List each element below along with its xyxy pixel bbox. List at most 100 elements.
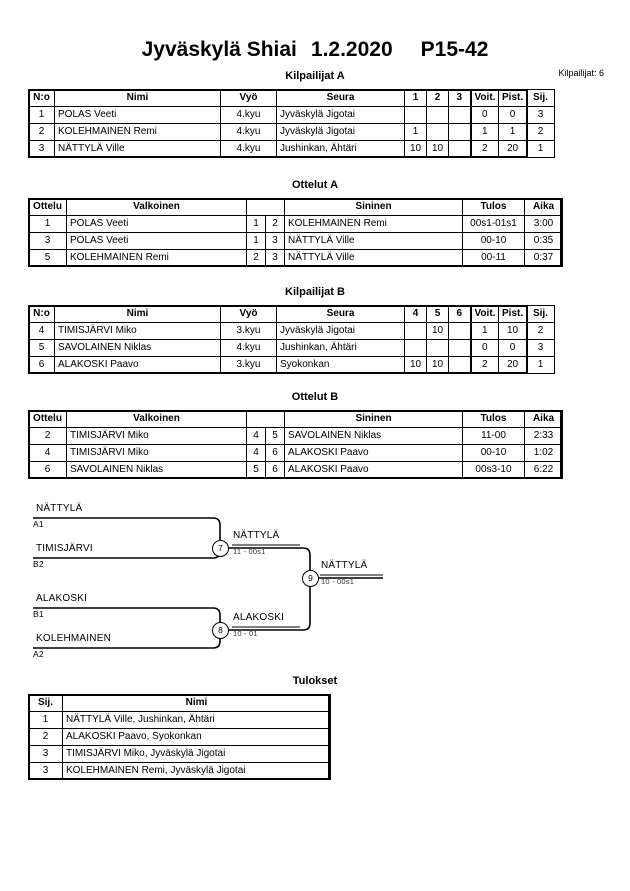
cell-match-1: 1 — [404, 123, 427, 141]
col-white-no — [247, 199, 266, 216]
table-row: 1 NÄTTYLÄ Ville, Jushinkan, Ähtäri — [28, 711, 331, 729]
cell-rank: 2 — [28, 728, 63, 746]
table-header-row: Ottelu Valkoinen Sininen Tulos Aika — [28, 410, 563, 428]
col-name: Nimi — [62, 694, 331, 712]
cell-belt: 4.kyu — [220, 106, 277, 124]
cell-white: SAVOLAINEN Niklas — [66, 461, 247, 479]
table-row: 5 KOLEHMAINEN Remi 2 3 NÄTTYLÄ Ville 00-… — [28, 249, 563, 267]
col-belt: Vyö — [220, 305, 277, 323]
cell-match-2: 10 — [426, 140, 449, 158]
col-time: Aika — [524, 410, 563, 428]
bracket-node-8[interactable]: 8 — [212, 622, 229, 639]
cell-no: 5 — [28, 339, 55, 357]
elimination-bracket: NÄTTYLÄ A1 TIMISJÄRVI B2 ALAKOSKI B1 KOL… — [0, 492, 630, 677]
cell-match-4 — [404, 339, 427, 357]
cell-points: 0 — [498, 339, 527, 357]
table-row: 4 TIMISJÄRVI Miko 3.kyu Jyväskylä Jigota… — [28, 322, 555, 340]
col-time: Aika — [524, 198, 563, 216]
cell-club: Jyväskylä Jigotai — [276, 106, 405, 124]
cell-time: 0:35 — [524, 232, 563, 250]
cell-match-6 — [448, 339, 471, 357]
bracket-winner-8: ALAKOSKI — [233, 612, 285, 623]
caption-results: Tulokset — [292, 675, 338, 687]
table-row: 2 ALAKOSKI Paavo, Syokonkan — [28, 728, 331, 746]
cell-match-4: 10 — [404, 356, 427, 374]
cell-match-2 — [426, 123, 449, 141]
cell-no: 1 — [28, 106, 55, 124]
caption-pool-a: Kilpailijat A — [285, 70, 345, 82]
table-row: 3 TIMISJÄRVI Miko, Jyväskylä Jigotai — [28, 745, 331, 763]
cell-white-no: 2 — [246, 249, 266, 267]
cell-name: TIMISJÄRVI Miko, Jyväskylä Jigotai — [62, 745, 331, 763]
bracket-score-9: 10 - 00s1 — [321, 577, 355, 586]
cell-ottelu: 1 — [28, 215, 67, 233]
bracket-node-7[interactable]: 7 — [212, 540, 229, 557]
col-belt: Vyö — [220, 89, 277, 107]
cell-blue: ALAKOSKI Paavo — [284, 461, 463, 479]
col-result: Tulos — [462, 198, 525, 216]
table-row: 1 POLAS Veeti 1 2 KOLEHMAINEN Remi 00s1-… — [28, 215, 563, 233]
cell-rank: 1 — [526, 356, 555, 374]
cell-points: 0 — [498, 106, 527, 124]
cell-match-2 — [426, 106, 449, 124]
title-category: P15-42 — [420, 38, 489, 61]
col-result: Tulos — [462, 410, 525, 428]
cell-rank: 3 — [28, 745, 63, 763]
table-row: 5 SAVOLAINEN Niklas 4.kyu Jushinkan, Äht… — [28, 339, 555, 357]
table-row: 3 POLAS Veeti 1 3 NÄTTYLÄ Ville 00-10 0:… — [28, 232, 563, 250]
cell-belt: 3.kyu — [220, 322, 277, 340]
cell-no: 6 — [28, 356, 55, 374]
cell-wins: 0 — [469, 339, 499, 357]
cell-ottelu: 4 — [28, 444, 67, 462]
cell-white: TIMISJÄRVI Miko — [66, 427, 247, 445]
matches-b-table: Ottelu Valkoinen Sininen Tulos Aika 2 TI… — [28, 410, 563, 479]
cell-wins: 1 — [469, 322, 499, 340]
col-name: Nimi — [54, 305, 221, 323]
cell-name: KOLEHMAINEN Remi, Jyväskylä Jigotai — [62, 762, 331, 780]
col-club: Seura — [276, 305, 405, 323]
bracket-score-8: 10 - 01 — [233, 629, 258, 638]
cell-match-3 — [448, 123, 471, 141]
table-header-row: N:o Nimi Vyö Seura 1 2 3 Voit. Pist. Sij… — [28, 89, 555, 107]
table-header-row: N:o Nimi Vyö Seura 4 5 6 Voit. Pist. Sij… — [28, 305, 555, 323]
cell-blue-no: 6 — [265, 461, 285, 479]
cell-blue: NÄTTYLÄ Ville — [284, 249, 463, 267]
cell-belt: 3.kyu — [220, 356, 277, 374]
cell-time: 0:37 — [524, 249, 563, 267]
cell-blue-no: 2 — [265, 215, 285, 233]
bracket-entry-name-3: ALAKOSKI — [36, 593, 88, 604]
cell-blue-no: 5 — [265, 427, 285, 445]
title-event: Jyväskylä Shiai — [141, 38, 297, 61]
cell-match-4 — [404, 322, 427, 340]
col-white-no — [247, 411, 266, 428]
col-rank: Sij. — [526, 89, 555, 107]
cell-result: 00s3-10 — [462, 461, 525, 479]
cell-belt: 4.kyu — [220, 339, 277, 357]
col-blue-no — [266, 411, 285, 428]
cell-rank: 1 — [28, 711, 63, 729]
cell-match-3 — [448, 140, 471, 158]
col-club: Seura — [276, 89, 405, 107]
cell-result: 11-00 — [462, 427, 525, 445]
cell-name: SAVOLAINEN Niklas — [54, 339, 221, 357]
table-row: 2 TIMISJÄRVI Miko 4 5 SAVOLAINEN Niklas … — [28, 427, 563, 445]
table-row: 6 SAVOLAINEN Niklas 5 6 ALAKOSKI Paavo 0… — [28, 461, 563, 479]
col-wins: Voit. — [469, 89, 499, 107]
table-header-row: Sij. Nimi — [28, 694, 331, 712]
cell-match-3 — [448, 106, 471, 124]
cell-no: 2 — [28, 123, 55, 141]
col-name: Nimi — [54, 89, 221, 107]
cell-name: TIMISJÄRVI Miko — [54, 322, 221, 340]
bracket-node-9[interactable]: 9 — [302, 570, 319, 587]
cell-name: ALAKOSKI Paavo — [54, 356, 221, 374]
table-row: 2 KOLEHMAINEN Remi 4.kyu Jyväskylä Jigot… — [28, 123, 555, 141]
col-match-5: 5 — [426, 305, 449, 323]
cell-white-no: 4 — [246, 427, 266, 445]
cell-belt: 4.kyu — [220, 123, 277, 141]
col-white: Valkoinen — [66, 410, 247, 428]
cell-rank: 2 — [526, 322, 555, 340]
cell-white-no: 5 — [246, 461, 266, 479]
bracket-winner-7: NÄTTYLÄ — [233, 530, 280, 541]
cell-white: POLAS Veeti — [66, 232, 247, 250]
bracket-entry-seed-4: A2 — [33, 649, 44, 659]
